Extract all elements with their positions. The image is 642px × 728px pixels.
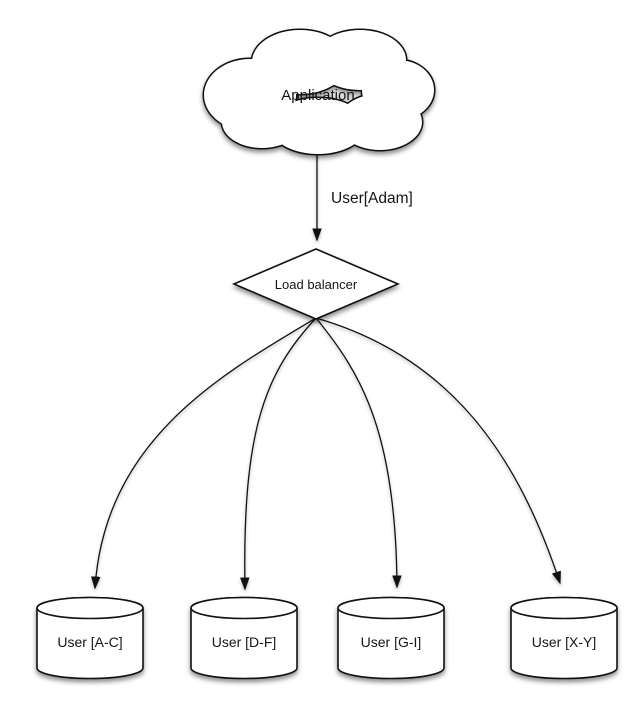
arrow [91,317,317,590]
edge-label-user-adam: User[Adam] [331,190,413,207]
shard-label: User [G-I] [361,634,422,650]
shard-label: User [A-C] [57,634,122,650]
application-cloud-node: Application [202,28,436,156]
shard-label: User [D-F] [212,634,277,650]
edge-loadbalancer-to-shard-xy [315,317,561,585]
cloud-shape [202,28,436,156]
shard-node-xy: User [X-Y] [510,596,618,680]
diamond-shape [231,248,401,320]
arrow [315,317,561,585]
cylinder-top [510,596,618,620]
shard-node-df: User [D-F] [190,596,298,680]
edge-loadbalancer-to-shard-gi [315,317,402,589]
load-balancer-label: Load balancer [275,277,358,292]
arrow [315,317,402,589]
edge-loadbalancer-to-shard-df [240,317,317,591]
shard-node-ac: User [A-C] [36,596,144,680]
shard-label: User [X-Y] [532,634,597,650]
arrow [240,317,317,591]
shard-node-gi: User [G-I] [337,596,445,680]
edge-loadbalancer-to-shard-ac [91,317,317,590]
application-label: Application [281,87,354,104]
cylinder-top [337,596,445,620]
cylinder-top [190,596,298,620]
load-balancer-node: Load balancer [231,248,401,320]
cylinder-top [36,596,144,620]
